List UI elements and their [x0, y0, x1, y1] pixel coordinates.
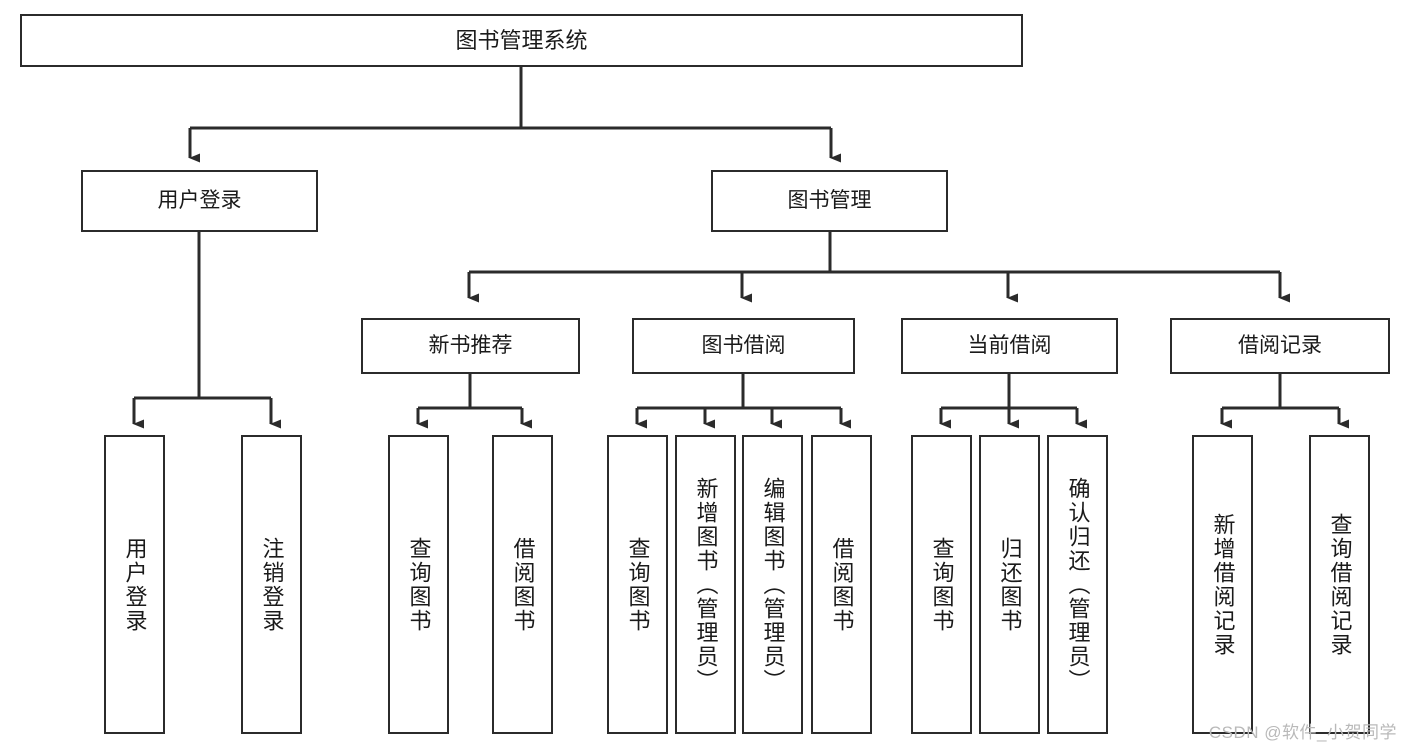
node-leaf-borrow-book-2[interactable]: 借阅图书	[811, 435, 872, 734]
node-leaf-query-book-3[interactable]: 查询图书	[911, 435, 972, 734]
node-leaf-confirm-return-label: 确认归还（管理员）	[1065, 476, 1091, 693]
node-leaf-return-book[interactable]: 归还图书	[979, 435, 1040, 734]
node-current-borrow-label: 当前借阅	[967, 333, 1052, 357]
node-leaf-user-login-label: 用户登录	[122, 536, 148, 633]
node-book-management-label: 图书管理	[787, 188, 872, 212]
node-leaf-borrow-book-1-label: 借阅图书	[510, 536, 536, 633]
node-user-login-label: 用户登录	[157, 188, 242, 212]
node-leaf-user-login[interactable]: 用户登录	[104, 435, 165, 734]
node-borrow-record[interactable]: 借阅记录	[1170, 318, 1390, 374]
node-book-management[interactable]: 图书管理	[711, 170, 948, 232]
watermark: CSDN @软件_小贺同学	[1208, 723, 1397, 742]
node-book-borrow[interactable]: 图书借阅	[632, 318, 855, 374]
node-leaf-add-book-label: 新增图书（管理员）	[693, 476, 719, 693]
node-leaf-edit-book-label: 编辑图书（管理员）	[760, 476, 786, 693]
node-leaf-query-book-3-label: 查询图书	[929, 536, 955, 633]
node-root-label: 图书管理系统	[455, 27, 588, 53]
node-new-book-recommend[interactable]: 新书推荐	[361, 318, 580, 374]
node-borrow-record-label: 借阅记录	[1238, 333, 1322, 357]
node-leaf-add-book[interactable]: 新增图书（管理员）	[675, 435, 736, 734]
node-leaf-query-book-2[interactable]: 查询图书	[607, 435, 668, 734]
node-leaf-return-book-label: 归还图书	[997, 536, 1023, 633]
node-user-login[interactable]: 用户登录	[81, 170, 318, 232]
node-book-borrow-label: 图书借阅	[701, 333, 786, 357]
node-leaf-add-record-label: 新增借阅记录	[1210, 512, 1236, 657]
node-leaf-confirm-return[interactable]: 确认归还（管理员）	[1047, 435, 1108, 734]
node-leaf-query-book-1[interactable]: 查询图书	[388, 435, 449, 734]
node-leaf-edit-book[interactable]: 编辑图书（管理员）	[742, 435, 803, 734]
node-leaf-borrow-book-2-label: 借阅图书	[829, 536, 855, 633]
node-new-book-recommend-label: 新书推荐	[428, 333, 513, 357]
node-leaf-add-record[interactable]: 新增借阅记录	[1192, 435, 1253, 734]
node-leaf-query-book-2-label: 查询图书	[625, 536, 651, 633]
node-leaf-borrow-book-1[interactable]: 借阅图书	[492, 435, 553, 734]
node-leaf-user-logout[interactable]: 注销登录	[241, 435, 302, 734]
node-leaf-query-record-label: 查询借阅记录	[1327, 512, 1353, 657]
node-root[interactable]: 图书管理系统	[20, 14, 1023, 67]
node-current-borrow[interactable]: 当前借阅	[901, 318, 1118, 374]
node-leaf-query-record[interactable]: 查询借阅记录	[1309, 435, 1370, 734]
node-leaf-user-logout-label: 注销登录	[259, 536, 285, 633]
node-leaf-query-book-1-label: 查询图书	[406, 536, 432, 633]
